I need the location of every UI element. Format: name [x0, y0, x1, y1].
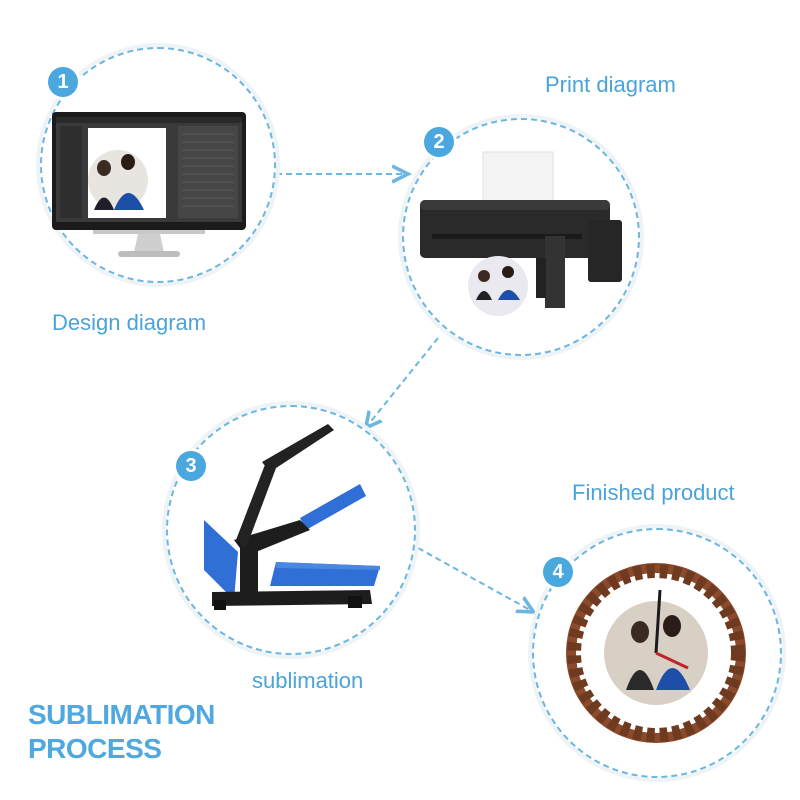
step-4-label: Finished product [572, 480, 735, 506]
step-1-badge: 1 [48, 67, 78, 97]
computer-monitor-icon [52, 112, 246, 257]
step-2-label: Print diagram [545, 72, 676, 98]
heat-press-icon [204, 424, 380, 610]
step-4-badge: 4 [543, 557, 573, 587]
step-2-badge: 2 [424, 127, 454, 157]
step-3-label: sublimation [252, 668, 363, 694]
printer-icon [420, 152, 622, 316]
title-line-1: SUBLIMATION [28, 698, 215, 732]
title-line-2: PROCESS [28, 732, 215, 766]
step-3-badge: 3 [176, 451, 206, 481]
step-1-label: Design diagram [52, 310, 206, 336]
page-title: SUBLIMATION PROCESS [28, 698, 215, 766]
wooden-clock-icon [566, 563, 746, 743]
